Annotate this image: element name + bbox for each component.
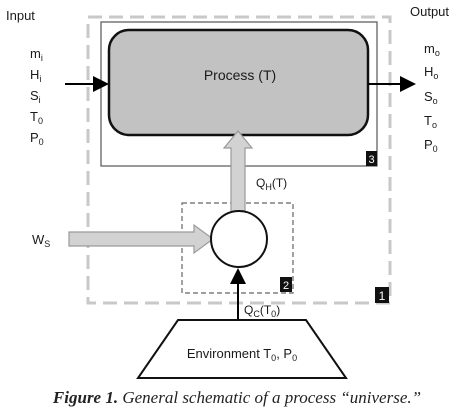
figure-caption: Figure 1. General schematic of a process… <box>0 388 474 408</box>
input-var: Hi <box>30 67 41 84</box>
input-label: Input <box>6 8 35 23</box>
process-label: Process (T) <box>204 67 276 83</box>
input-var: mi <box>30 46 43 63</box>
box-number-badge-1: 1 <box>375 287 389 303</box>
work-input-arrow <box>68 223 215 255</box>
svg-text:3: 3 <box>368 154 374 166</box>
input-var: Si <box>30 88 41 105</box>
heat-to-process-label: QH(T) <box>256 176 287 192</box>
figure-caption-label: Figure 1. <box>52 388 119 407</box>
figure-caption-text: General schematic of a process “universe… <box>122 388 422 407</box>
input-var: P0 <box>30 130 44 147</box>
environment-label: Environment T0, P0 <box>187 346 297 363</box>
svg-text:2: 2 <box>283 280 289 292</box>
output-var: Ho <box>424 64 438 81</box>
input-var: T0 <box>30 109 43 126</box>
work-input-label: WS <box>32 232 50 249</box>
input-variables: mi Hi Si T0 P0 <box>30 46 44 147</box>
environment-heat-label: QC(T0) <box>244 303 280 319</box>
svg-text:1: 1 <box>379 289 386 303</box>
output-var: To <box>424 113 437 130</box>
output-var: mo <box>424 41 440 58</box>
heat-to-process-arrow <box>222 130 254 214</box>
output-variables: mo Ho So To P0 <box>424 41 440 154</box>
output-label: Output <box>410 4 449 19</box>
box-number-badge-2: 2 <box>280 277 292 292</box>
process-universe-diagram: Process (T) Input Output mi Hi Si T0 P0 … <box>6 4 449 379</box>
output-var: So <box>424 89 438 106</box>
environment-shape <box>136 319 348 379</box>
output-var: P0 <box>424 137 438 154</box>
heat-engine-circle <box>210 210 268 268</box>
box-number-badge-3: 3 <box>366 151 377 166</box>
